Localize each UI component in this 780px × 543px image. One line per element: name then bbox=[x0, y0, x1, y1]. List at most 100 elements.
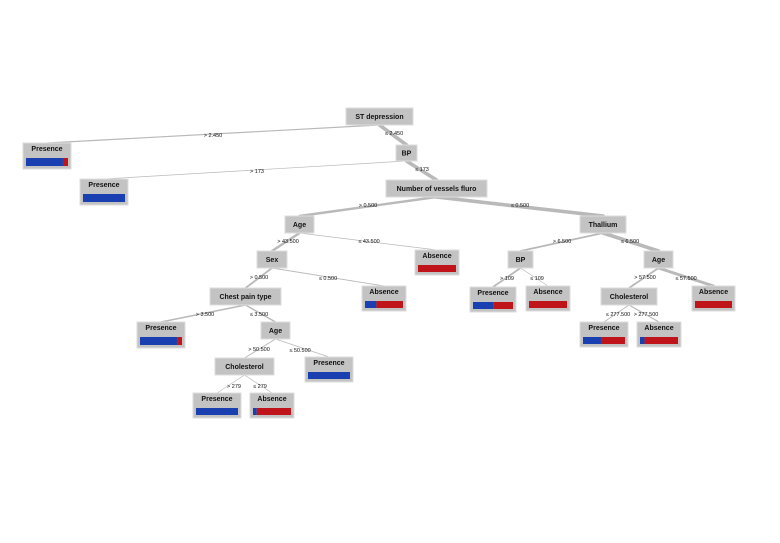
leaf-class-label: Presence bbox=[145, 325, 176, 332]
edge-labels-layer: > 2.450≤ 2.450> 173≤ 173> 0.500≤ 0.500> … bbox=[196, 131, 697, 390]
leaf-class-label: Presence bbox=[201, 396, 232, 403]
tree-edge bbox=[492, 267, 522, 288]
presence-fraction-bar bbox=[253, 408, 257, 415]
split-attribute-label: ST depression bbox=[355, 114, 403, 121]
node-box bbox=[260, 321, 291, 340]
tree-edge bbox=[103, 160, 407, 180]
split-node[interactable]: Number of vessels fluro bbox=[385, 179, 488, 198]
split-node[interactable]: Cholesterol bbox=[214, 357, 275, 376]
leaf-node[interactable]: Presence bbox=[304, 356, 354, 383]
tree-edge bbox=[434, 195, 605, 218]
presence-fraction-bar bbox=[365, 301, 377, 308]
edge-condition-label: > 50.500 bbox=[248, 347, 270, 353]
tree-edge bbox=[244, 338, 276, 359]
split-node[interactable]: ST depression bbox=[345, 107, 414, 126]
tree-edge bbox=[657, 266, 715, 288]
edge-condition-label: ≤ 43.500 bbox=[358, 239, 379, 245]
split-node[interactable]: Chest pain type bbox=[209, 287, 282, 306]
node-box bbox=[284, 215, 315, 234]
leaf-node[interactable]: Presence bbox=[469, 286, 517, 313]
leaf-class-label: Presence bbox=[313, 360, 344, 367]
node-box bbox=[507, 250, 534, 269]
split-node[interactable]: Cholesterol bbox=[600, 287, 658, 306]
edge-condition-label: ≤ 2.450 bbox=[385, 131, 403, 137]
leaf-node[interactable]: Absence bbox=[636, 321, 682, 348]
edge-condition-label: > 173 bbox=[250, 169, 264, 175]
presence-fraction-bar bbox=[26, 158, 63, 166]
leaf-node[interactable]: Presence bbox=[136, 321, 186, 349]
split-node[interactable]: Thallium bbox=[579, 215, 627, 234]
node-box bbox=[600, 287, 658, 306]
node-box bbox=[214, 357, 275, 376]
absence-fraction-bar bbox=[177, 337, 182, 345]
node-box bbox=[345, 107, 414, 126]
node-box bbox=[579, 215, 627, 234]
edge-condition-label: > 277.500 bbox=[634, 312, 659, 318]
presence-fraction-bar bbox=[640, 337, 645, 344]
edge-condition-label: ≤ 57.500 bbox=[675, 276, 696, 282]
leaf-class-label: Absence bbox=[699, 289, 728, 296]
edge-condition-label: ≤ 277.500 bbox=[606, 312, 630, 318]
leaf-class-label: Absence bbox=[644, 325, 673, 332]
leaf-node[interactable]: Presence bbox=[22, 142, 72, 170]
leaf-node[interactable]: Absence bbox=[361, 285, 407, 312]
leaf-node[interactable]: Absence bbox=[525, 285, 571, 312]
leaf-node[interactable]: Absence bbox=[414, 249, 460, 276]
split-node[interactable]: BP bbox=[507, 250, 534, 269]
tree-edge bbox=[244, 267, 273, 289]
leaf-class-label: Absence bbox=[257, 396, 286, 403]
split-attribute-label: Age bbox=[652, 257, 665, 264]
leaf-node[interactable]: Absence bbox=[249, 392, 295, 419]
leaf-node[interactable]: Presence bbox=[192, 392, 242, 419]
node-box bbox=[256, 250, 288, 269]
leaf-node[interactable]: Presence bbox=[79, 178, 129, 206]
split-node[interactable]: Age bbox=[260, 321, 291, 340]
split-attribute-label: Thallium bbox=[589, 222, 618, 229]
leaf-class-label: Presence bbox=[31, 146, 62, 153]
tree-edge bbox=[160, 304, 247, 323]
split-attribute-label: Age bbox=[269, 328, 282, 335]
leaf-class-label: Presence bbox=[88, 182, 119, 189]
split-attribute-label: Sex bbox=[266, 257, 279, 264]
split-node[interactable]: Sex bbox=[256, 250, 288, 269]
presence-fraction-bar bbox=[140, 337, 178, 345]
tree-edge bbox=[603, 304, 630, 323]
leaf-class-label: Presence bbox=[477, 290, 508, 297]
tree-edge bbox=[275, 338, 330, 358]
tree-edge bbox=[244, 374, 273, 394]
edge-condition-label: > 57.500 bbox=[634, 275, 656, 281]
tree-edge bbox=[519, 232, 604, 252]
split-node[interactable]: BP bbox=[395, 144, 418, 162]
absence-fraction-bar bbox=[529, 301, 567, 308]
node-box bbox=[395, 144, 418, 162]
absence-fraction-bar bbox=[695, 301, 732, 308]
absence-fraction-bar bbox=[493, 302, 513, 309]
split-attribute-label: Chest pain type bbox=[219, 294, 271, 301]
absence-fraction-bar bbox=[644, 337, 678, 344]
tree-edge bbox=[244, 304, 277, 323]
edge-condition-label: > 279 bbox=[227, 384, 241, 390]
tree-edge bbox=[298, 195, 438, 218]
tree-edge bbox=[404, 159, 439, 182]
tree-edge bbox=[377, 123, 409, 147]
tree-edge bbox=[216, 374, 245, 394]
edge-condition-label: ≤ 50.500 bbox=[289, 348, 310, 354]
absence-fraction-bar bbox=[256, 408, 291, 415]
split-attribute-label: Cholesterol bbox=[610, 294, 649, 301]
leaf-node[interactable]: Presence bbox=[579, 321, 629, 348]
edge-condition-label: ≤ 0.500 bbox=[511, 203, 529, 209]
absence-fraction-bar bbox=[601, 337, 625, 344]
node-box bbox=[209, 287, 282, 306]
edge-condition-label: ≤ 6.500 bbox=[621, 239, 639, 245]
leaf-node[interactable]: Absence bbox=[691, 285, 736, 312]
edge-condition-label: > 6.500 bbox=[553, 239, 572, 245]
absence-fraction-bar bbox=[418, 265, 456, 272]
absence-fraction-bar bbox=[62, 158, 68, 166]
split-node[interactable]: Age bbox=[643, 250, 674, 269]
edge-condition-label: > 0.500 bbox=[250, 275, 269, 281]
tree-edge bbox=[299, 232, 438, 251]
edge-condition-label: ≤ 173 bbox=[415, 167, 429, 173]
split-attribute-label: Cholesterol bbox=[225, 364, 264, 371]
split-node[interactable]: Age bbox=[284, 215, 315, 234]
